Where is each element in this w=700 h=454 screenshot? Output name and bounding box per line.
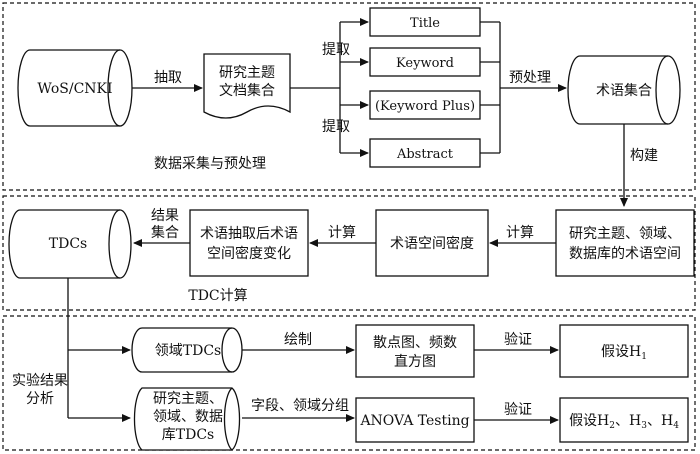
svg-text:假设H2、H3、H4: 假设H2、H3、H4	[569, 413, 679, 431]
section-frame-analysis	[2, 315, 696, 451]
svg-text:Keyword: Keyword	[396, 56, 454, 71]
edge-verify2-label: 验证	[504, 402, 532, 418]
svg-text:Title: Title	[410, 16, 440, 31]
term-space-node: 研究主题、领域、 数据库的术语空间	[555, 209, 695, 277]
svg-text:研究主题、领域、: 研究主题、领域、	[569, 226, 681, 242]
svg-text:ANOVA Testing: ANOVA Testing	[359, 413, 469, 429]
svg-text:直方图: 直方图	[394, 353, 436, 370]
svg-text:领域TDCs: 领域TDCs	[155, 343, 221, 359]
doc-label-line1: 研究主题	[219, 65, 275, 81]
field-abstract-node: Abstract	[369, 138, 481, 168]
anova-node: ANOVA Testing	[355, 397, 475, 443]
edge-result-label1: 结果	[151, 208, 179, 224]
svg-text:研究主题、: 研究主题、	[153, 391, 223, 407]
field-title-node: Title	[369, 7, 481, 37]
topic-domain-db-tdcs-node: 研究主题、 领域、数据 库TDCs	[133, 387, 241, 451]
section-tdc-label: TDC计算	[188, 288, 247, 304]
term-set-node: 术语集合	[567, 55, 681, 125]
document-collection-node: 研究主题 文档集合	[203, 53, 291, 119]
svg-text:Abstract: Abstract	[396, 147, 454, 162]
term-density-node: 术语空间密度	[375, 209, 489, 277]
hypothesis-h234-node: 假设H2、H3、H4	[559, 397, 689, 443]
field-keyword-plus-node: (Keyword Plus)	[369, 90, 481, 120]
tdcs-label: TDCs	[49, 236, 87, 252]
svg-text:空间密度变化: 空间密度变化	[207, 245, 291, 262]
edge-draw-label: 绘制	[284, 332, 312, 348]
doc-label-line2: 文档集合	[219, 82, 275, 99]
edge-compute2-label: 计算	[328, 225, 356, 241]
section-frame-collection	[2, 2, 696, 191]
edge-result-label2: 集合	[151, 224, 179, 241]
svg-text:散点图、频数: 散点图、频数	[373, 335, 457, 351]
wos-cnki-label: WoS/CNKI	[37, 81, 112, 97]
edge-group-label: 字段、领域分组	[251, 398, 349, 414]
tdcs-node: TDCs	[8, 209, 132, 279]
scatter-histogram-node: 散点图、频数 直方图	[355, 324, 475, 378]
hypothesis-h1-node: 假设H1	[559, 324, 689, 378]
svg-text:数据库的术语空间: 数据库的术语空间	[569, 246, 681, 262]
domain-tdcs-node: 领域TDCs	[131, 327, 243, 373]
svg-text:(Keyword Plus): (Keyword Plus)	[375, 99, 475, 114]
section-analysis-label1: 实验结果	[12, 373, 68, 389]
svg-text:库TDCs: 库TDCs	[162, 427, 214, 443]
section-analysis-label2: 分析	[26, 391, 54, 407]
edge-extract-label: 抽取	[154, 70, 182, 86]
wos-cnki-node: WoS/CNKI	[17, 49, 133, 127]
density-change-node: 术语抽取后术语 空间密度变化	[189, 209, 309, 277]
section-collection-label: 数据采集与预处理	[154, 155, 266, 172]
term-set-label: 术语集合	[596, 82, 652, 99]
edge-preprocess-label: 预处理	[509, 70, 551, 86]
edge-verify1-label: 验证	[504, 332, 532, 348]
svg-text:术语空间密度: 术语空间密度	[390, 235, 474, 252]
field-keyword-node: Keyword	[369, 47, 481, 77]
svg-text:术语抽取后术语: 术语抽取后术语	[200, 226, 298, 242]
edge-build-label: 构建	[630, 148, 658, 164]
section-frame-tdc	[2, 195, 696, 311]
edge-compute1-label: 计算	[506, 225, 534, 241]
edge-extract3-label: 提取	[322, 119, 350, 135]
svg-text:领域、数据: 领域、数据	[153, 409, 223, 425]
edge-extract2-label: 提取	[322, 42, 350, 58]
svg-text:假设H1: 假设H1	[601, 344, 647, 362]
